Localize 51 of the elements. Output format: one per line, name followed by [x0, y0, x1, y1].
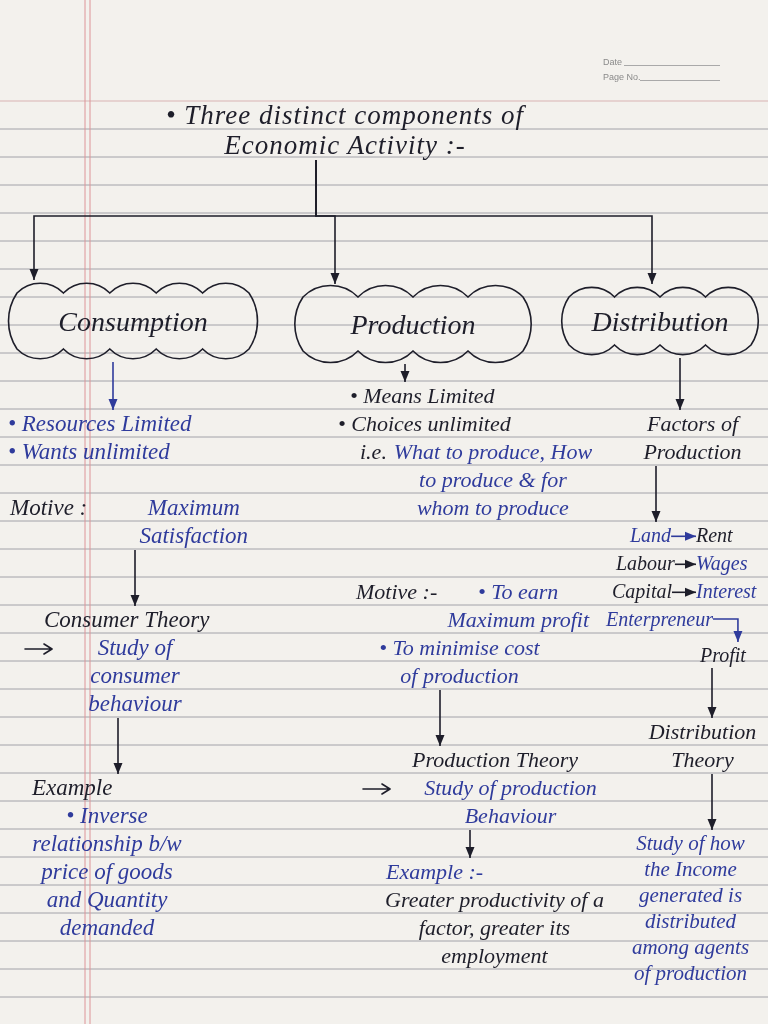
bullet-point: • Wants unlimited	[8, 439, 170, 464]
abbreviation-text: i.e.	[360, 438, 387, 466]
theory-description: Study of production Behaviour	[423, 774, 598, 830]
choice-list-text: What to produce, How to produce & for whom to produce	[392, 438, 593, 522]
arrow	[707, 773, 717, 831]
arrow	[130, 549, 140, 607]
arrow	[108, 361, 118, 411]
arrow	[674, 559, 697, 569]
motive-label: Motive :-	[356, 578, 438, 606]
category-heading: Distribution	[591, 304, 729, 339]
example-text: • Inverse relationship b/w price of goods and Quantity demanded	[32, 803, 182, 940]
reward-name: Profit	[700, 644, 746, 666]
arrow	[707, 667, 717, 719]
arrow	[675, 357, 685, 411]
arrow	[712, 618, 743, 643]
arrow	[400, 363, 410, 383]
arrow	[651, 465, 661, 523]
motive-text: • To earn Maximum profit	[446, 578, 591, 634]
arrow	[435, 689, 445, 747]
theory-heading: Distribution Theory	[648, 719, 757, 772]
factor-name: Labour	[616, 552, 675, 574]
motive-label: Motive :	[10, 494, 88, 522]
theory-description: Study of consumer behaviour	[87, 634, 183, 718]
bullet-point: • Resources Limited	[8, 411, 192, 436]
theory-description: Study of how the Income generated is distributed among agents of production	[631, 831, 750, 985]
motive-text: • To minimise cost of production	[379, 635, 540, 688]
form-label: Date	[603, 57, 622, 68]
arrow	[670, 531, 697, 541]
motive-text: Maximum Satisfaction	[138, 494, 250, 550]
form-label: Page No.	[603, 72, 641, 83]
factor-name: Enterpreneur	[606, 608, 713, 630]
bullet-point: • Choices unlimited	[338, 411, 511, 436]
example-heading: Example	[32, 775, 113, 800]
factor-heading: Factors of Production	[643, 411, 742, 464]
reward-name: Rent	[696, 524, 733, 546]
theory-heading: Production Theory	[412, 747, 578, 772]
heading-text: • Three distinct components of Economic Activity :-	[166, 100, 524, 160]
arrow	[671, 587, 697, 597]
factor-name: Capital	[612, 580, 672, 602]
reward-name: Interest	[696, 580, 757, 602]
arrow	[113, 717, 123, 775]
category-heading: Production	[350, 307, 476, 342]
example-text: Greater productivity of a factor, greater its employment	[385, 887, 604, 968]
factor-name: Land	[630, 524, 672, 546]
arrow	[315, 159, 657, 285]
category-heading: Consumption	[58, 304, 208, 339]
arrow	[465, 829, 475, 859]
bullet-point: • Means Limited	[350, 383, 495, 408]
example-heading: Example :-	[386, 859, 484, 884]
reward-name: Wages	[696, 552, 748, 574]
theory-heading: Consumer Theory	[44, 607, 210, 632]
